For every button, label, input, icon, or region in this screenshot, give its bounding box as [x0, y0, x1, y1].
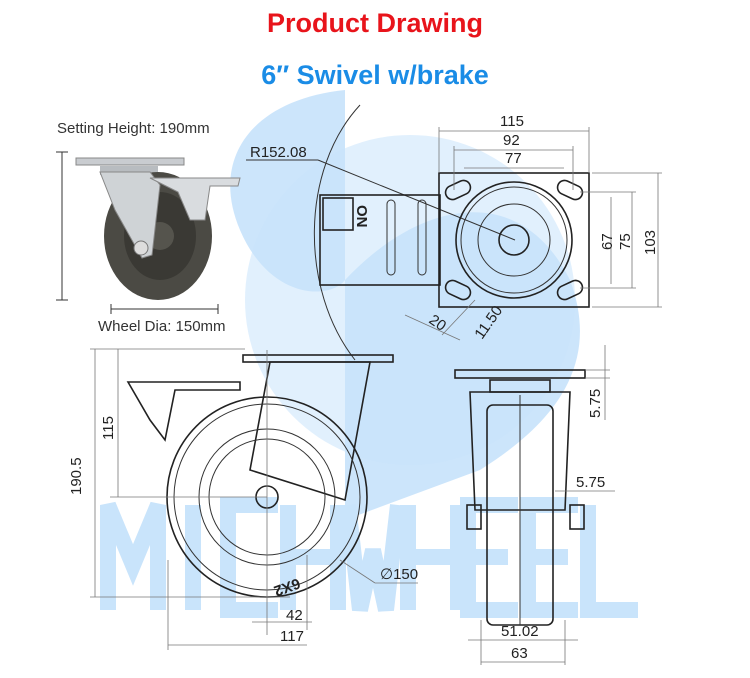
dim-height: 190.5: [68, 457, 85, 495]
product-subtitle: 6″ Swivel w/brake: [261, 60, 489, 90]
dim-wheel-diameter: ∅150: [380, 566, 418, 583]
dim-top-thickness: 5.75: [587, 389, 604, 418]
dim-tread-width: 51.02: [501, 623, 539, 640]
dim-offset: 42: [286, 607, 303, 624]
dim-plate-width: 115: [500, 113, 524, 130]
dim-plate-length: 103: [642, 230, 659, 255]
tread-marking: 6X2: [272, 574, 303, 599]
dim-hole-v-outer: 75: [617, 233, 634, 250]
brake-on-label: ON: [353, 205, 370, 228]
dim-slot-length: 20: [426, 311, 449, 334]
dim-side-thickness: 5.75: [576, 474, 605, 491]
wheel-dia-label: Wheel Dia: 150mm: [98, 318, 226, 335]
dim-hole-v-inner: 67: [599, 233, 616, 250]
dim-hole-spacing-outer: 92: [503, 132, 520, 149]
radius-label: R152.08: [250, 144, 307, 161]
page-title: Product Drawing: [266, 8, 483, 38]
dim-hole-spacing-inner: 77: [505, 150, 522, 167]
dim-length: 117: [280, 628, 304, 645]
side-view-drawing: [90, 348, 418, 650]
setting-height-label: Setting Height: 190mm: [57, 120, 210, 137]
top-view-drawing: [246, 104, 662, 361]
front-view-drawing: [454, 345, 615, 665]
caster-photo: [56, 151, 241, 314]
dim-overall-width: 63: [511, 645, 528, 662]
dim-axle-height: 115: [100, 416, 117, 440]
